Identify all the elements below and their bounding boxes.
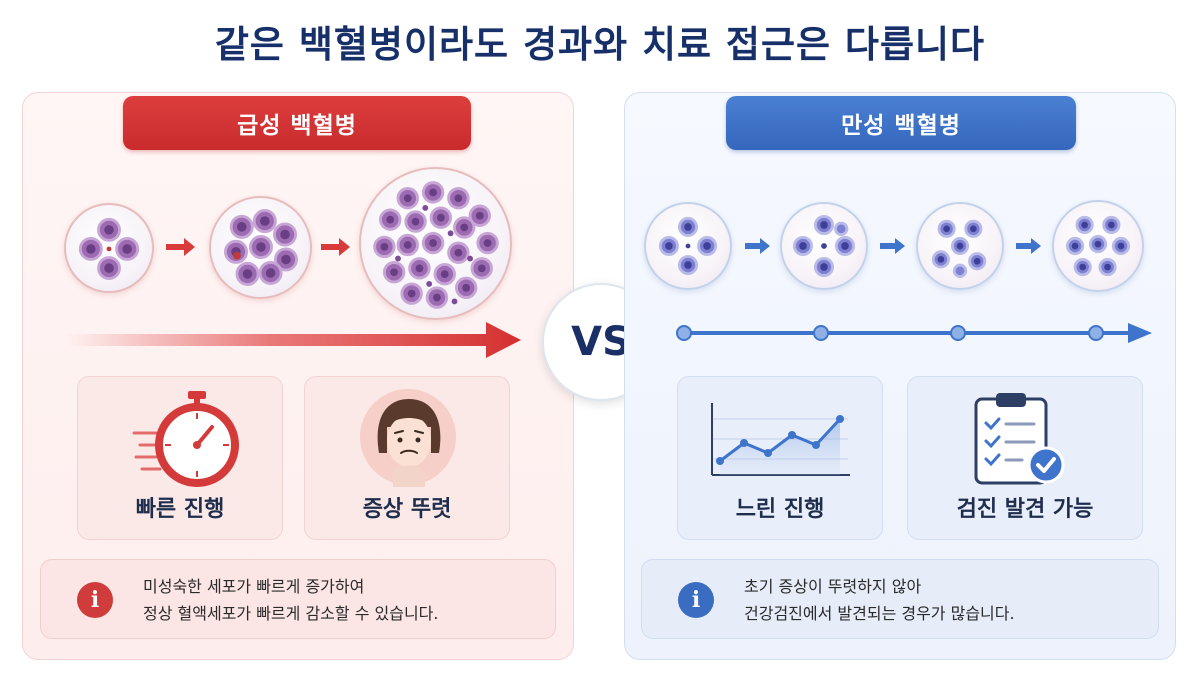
chronic-card-label-1: 느린 진행 [735, 497, 825, 522]
acute-card-clear-symptoms: 증상 뚜렷 [304, 376, 510, 540]
clipboard-check-icon [974, 393, 1065, 485]
acute-card-fast-progress: 빠른 진행 [77, 376, 283, 540]
chronic-card-checkup-detection: 검진 발견 가능 [907, 376, 1143, 540]
line-chart-icon [711, 403, 850, 476]
acute-cell-dish-3 [359, 167, 512, 320]
chronic-note-text: 초기 증상이 뚜렷하지 않아 건강검진에서 발견되는 경우가 많습니다. [744, 573, 1015, 627]
chronic-info-note: i 초기 증상이 뚜렷하지 않아 건강검진에서 발견되는 경우가 많습니다. [641, 559, 1159, 639]
acute-note-text: 미성숙한 세포가 빠르게 증가하여 정상 혈액세포가 빠르게 감소할 수 있습니… [143, 573, 438, 627]
acute-progression-arrow [66, 322, 521, 358]
chronic-cell-dish-1 [644, 202, 732, 290]
acute-cell-dish-1 [64, 203, 154, 293]
chronic-arrow-2 [880, 238, 905, 254]
acute-note-line-2: 정상 혈액세포가 빠르게 감소할 수 있습니다. [143, 604, 439, 623]
acute-card-label-1: 빠른 진행 [135, 497, 225, 522]
acute-heading: 급성 백혈병 [123, 96, 471, 150]
chronic-progression-timeline [676, 323, 1152, 343]
acute-arrow-1 [166, 238, 195, 256]
worried-face-icon [360, 389, 456, 487]
page-title: 같은 백혈병이라도 경과와 치료 접근은 다릅니다 [214, 23, 986, 66]
chronic-note-line-1: 초기 증상이 뚜렷하지 않아 [744, 577, 922, 596]
acute-note-line-1: 미성숙한 세포가 빠르게 증가하여 [143, 577, 365, 596]
acute-card-label-2: 증상 뚜렷 [362, 497, 452, 522]
acute-info-note: i 미성숙한 세포가 빠르게 증가하여 정상 혈액세포가 빠르게 감소할 수 있… [40, 559, 556, 639]
chronic-card-slow-progress: 느린 진행 [677, 376, 883, 540]
acute-arrow-2 [321, 238, 350, 256]
chronic-cell-dish-4 [1052, 200, 1144, 292]
stopwatch-icon [132, 391, 239, 487]
chronic-arrow-1 [745, 238, 770, 254]
chronic-note-line-2: 건강검진에서 발견되는 경우가 많습니다. [744, 604, 1015, 623]
chronic-arrow-3 [1016, 238, 1041, 254]
chronic-card-label-2: 검진 발견 가능 [956, 497, 1094, 522]
info-icon: i [77, 582, 113, 618]
chronic-cell-dish-2 [780, 202, 868, 290]
chronic-cell-dish-3 [916, 202, 1004, 290]
acute-cell-dish-2 [209, 196, 312, 299]
chronic-heading: 만성 백혈병 [726, 96, 1076, 150]
info-icon: i [678, 582, 714, 618]
